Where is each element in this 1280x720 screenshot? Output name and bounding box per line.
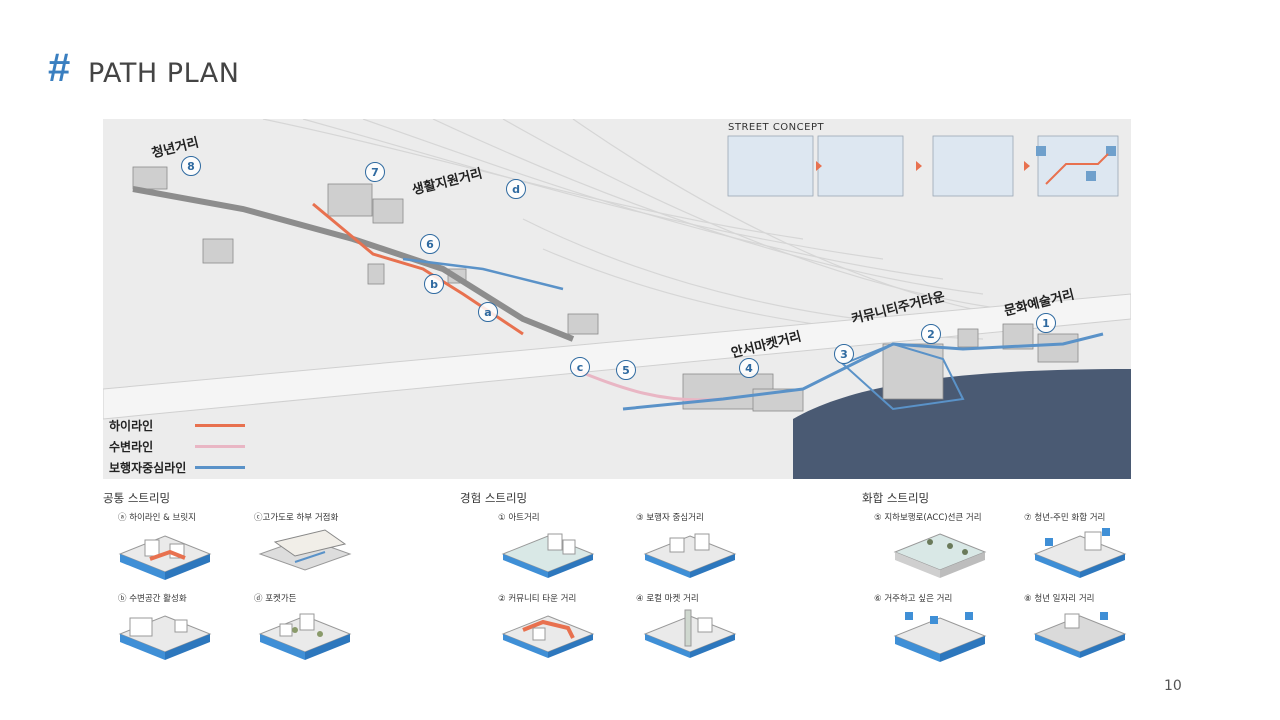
marker-3: 3: [834, 344, 854, 364]
marker-5: 5: [616, 360, 636, 380]
path-plan-map: STREET CONCEPT 청년거리 생활지원거리 안서마켓거리 커뮤니티주거…: [103, 119, 1131, 479]
section-title-common: 공통 스트리밍: [103, 491, 171, 505]
marker-d: d: [506, 179, 526, 199]
card-illustration-art: [501, 533, 595, 578]
card-label-pedestrian: ③ 보행자 중심거리: [636, 513, 704, 523]
marker-8: 8: [181, 156, 201, 176]
legend-line-waterside: [195, 445, 245, 448]
card-label-highline-bridge: ⓐ 하이라인 & 브릿지: [118, 513, 196, 523]
card-illustration-pocket-garden: [258, 613, 352, 660]
card-illustration-local-market: [643, 609, 737, 658]
marker-7: 7: [365, 162, 385, 182]
legend-label-pedestrian: 보행자중심라인: [109, 461, 187, 475]
card-label-residence: ⑥ 거주하고 싶은 거리: [874, 594, 953, 604]
card-label-community: ② 커뮤니티 타운 거리: [498, 594, 577, 604]
card-label-youth-jobs: ⑧ 청년 일자리 거리: [1024, 594, 1095, 604]
card-illustration-community: [501, 615, 595, 658]
card-illustration-residence: [893, 612, 987, 662]
card-label-art: ① 아트거리: [498, 513, 540, 523]
legend-label-waterside: 수변라인: [109, 440, 154, 454]
legend-line-pedestrian: [195, 466, 245, 469]
marker-a: a: [478, 302, 498, 322]
map-illustration: [103, 119, 1131, 479]
card-illustration-pedestrian: [643, 533, 737, 578]
card-illustration-youth-resident: [1033, 528, 1127, 578]
page-number: 10: [1164, 678, 1182, 694]
card-label-pocket-garden: ⓓ 포켓가든: [254, 594, 297, 604]
marker-2: 2: [921, 324, 941, 344]
marker-b: b: [424, 274, 444, 294]
card-label-youth-resident: ⑦ 청년-주민 화합 거리: [1024, 513, 1106, 523]
card-illustration-waterside: [118, 615, 212, 660]
title-hash: #: [48, 46, 71, 90]
section-title-experience: 경험 스트리밍: [460, 491, 528, 505]
marker-4: 4: [739, 358, 759, 378]
card-illustration-acc-sunken: [893, 533, 987, 578]
card-label-acc-sunken: ⑤ 지하보행로(ACC)선큰 거리: [874, 513, 982, 523]
card-label-waterside: ⓑ 수변공간 활성화: [118, 594, 187, 604]
section-title-harmony: 화합 스트리밍: [862, 491, 930, 505]
page-title: PATH PLAN: [88, 58, 240, 89]
card-label-overpass: ⓒ고가도로 하부 거점화: [254, 513, 339, 523]
card-illustration-highline: [118, 535, 212, 580]
legend-line-highline: [195, 424, 245, 427]
marker-6: 6: [420, 234, 440, 254]
marker-1: 1: [1036, 313, 1056, 333]
card-illustration-overpass: [258, 529, 352, 571]
legend-label-highline: 하이라인: [109, 419, 154, 433]
street-concept-label: STREET CONCEPT: [728, 122, 825, 133]
card-illustration-youth-jobs: [1033, 612, 1127, 658]
marker-c: c: [570, 357, 590, 377]
card-label-local-market: ④ 로컬 마켓 거리: [636, 594, 699, 604]
